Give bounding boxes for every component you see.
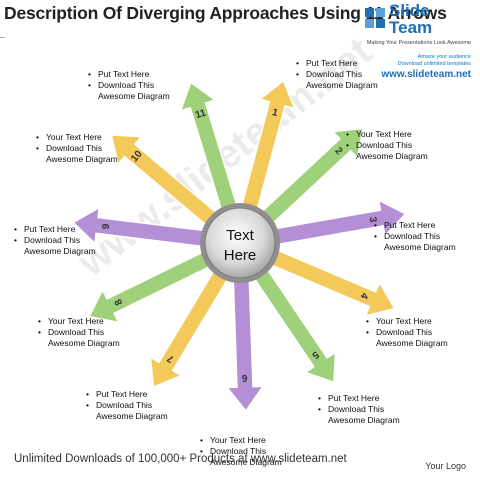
slideteam-logo: Slide Team Making Your Presentations Loo… xyxy=(359,2,474,84)
note-line: Put Text Here xyxy=(14,224,96,235)
page-title: Description Of Diverging Approaches Usin… xyxy=(4,3,447,23)
note-line: Download This xyxy=(14,235,96,246)
arrow-number: 2 xyxy=(332,145,344,157)
note-line: Awesome Diagram xyxy=(328,415,400,425)
note-line: Your Text Here xyxy=(36,132,118,143)
slideteam-mark-icon xyxy=(365,8,385,28)
footer-text: Unlimited Downloads of 100,000+ Products… xyxy=(14,453,347,465)
arrow-6: 6 xyxy=(225,271,265,413)
note-line: Put Text Here xyxy=(318,393,400,404)
center-hub: Text Here xyxy=(200,203,280,283)
arrow-number: 9 xyxy=(101,223,113,230)
note-line: Awesome Diagram xyxy=(98,91,170,101)
note-line: Download This xyxy=(366,327,448,338)
your-logo-placeholder: Your Logo xyxy=(425,461,466,471)
center-text-line2: Here xyxy=(224,247,257,264)
arrow-shape xyxy=(149,263,233,389)
arrow-number: 3 xyxy=(367,216,379,224)
arrow-shape xyxy=(87,247,218,324)
arrow-shape xyxy=(179,81,240,218)
note-line: Awesome Diagram xyxy=(46,154,118,164)
note-line: Download This xyxy=(296,69,378,80)
arrow-shape xyxy=(263,246,396,317)
divider xyxy=(0,37,5,38)
note-line: Your Text Here xyxy=(366,316,448,327)
arrow-number: 4 xyxy=(357,291,369,301)
center-text-line1: Text xyxy=(226,227,254,244)
note-line: Download This xyxy=(200,446,282,457)
arrow-number: 5 xyxy=(309,348,320,360)
note-line: Awesome Diagram xyxy=(356,151,428,161)
note-line: Awesome Diagram xyxy=(210,457,282,467)
note-line: Download This xyxy=(38,327,120,338)
note-line: Put Text Here xyxy=(374,220,456,231)
arrow-number: 7 xyxy=(165,352,176,365)
arrow-number: 8 xyxy=(113,297,126,307)
arrow-10: 10 xyxy=(110,134,224,231)
logo-url[interactable]: www.slideteam.net xyxy=(381,69,471,80)
arrow-shape xyxy=(239,79,296,218)
note-line: Put Text Here xyxy=(86,389,168,400)
note-line: Your Text Here xyxy=(346,129,428,140)
note-line: Your Text Here xyxy=(38,316,120,327)
arrow-9: 9 xyxy=(72,206,213,249)
note-line: Download This xyxy=(346,140,428,151)
logo-tagline: Making Your Presentations Look Awesome xyxy=(366,40,471,46)
logo-brand-line2: Team xyxy=(389,18,433,37)
note-line: Download This xyxy=(374,231,456,242)
note-line: Download This xyxy=(36,143,118,154)
logo-unlimited: Download unlimited templates xyxy=(397,61,471,67)
note-line: Awesome Diagram xyxy=(306,80,378,90)
arrow-7: 7 xyxy=(149,263,233,389)
logo-amaze: Amaze your audience xyxy=(417,54,471,60)
arrow-4: 4 xyxy=(263,246,396,317)
arrow-1: 1 xyxy=(239,79,296,218)
note-line: Put Text Here xyxy=(88,69,170,80)
logo-brand-line1: Slide xyxy=(389,1,430,20)
arrow-5: 5 xyxy=(249,262,337,384)
arrow-shape xyxy=(225,271,265,413)
arrow-shape xyxy=(110,134,224,231)
arrow-number: 6 xyxy=(241,372,247,383)
arrow-8: 8 xyxy=(87,247,218,324)
note-line: Put Text Here xyxy=(296,58,378,69)
arrow-shape xyxy=(249,262,337,384)
arrow-number: 1 xyxy=(271,107,280,119)
note-line: Awesome Diagram xyxy=(48,338,120,348)
note-line: Awesome Diagram xyxy=(376,338,448,348)
arrow-number: 11 xyxy=(194,107,208,121)
note-line: Your Text Here xyxy=(200,435,282,446)
note-line: Awesome Diagram xyxy=(384,242,456,252)
note-line: Awesome Diagram xyxy=(96,411,168,421)
note-line: Download This xyxy=(318,404,400,415)
note-line: Download This xyxy=(86,400,168,411)
arrow-shape xyxy=(72,206,213,249)
arrow-11: 11 xyxy=(179,81,240,218)
note-line: Download This xyxy=(88,80,170,91)
note-line: Awesome Diagram xyxy=(24,246,96,256)
